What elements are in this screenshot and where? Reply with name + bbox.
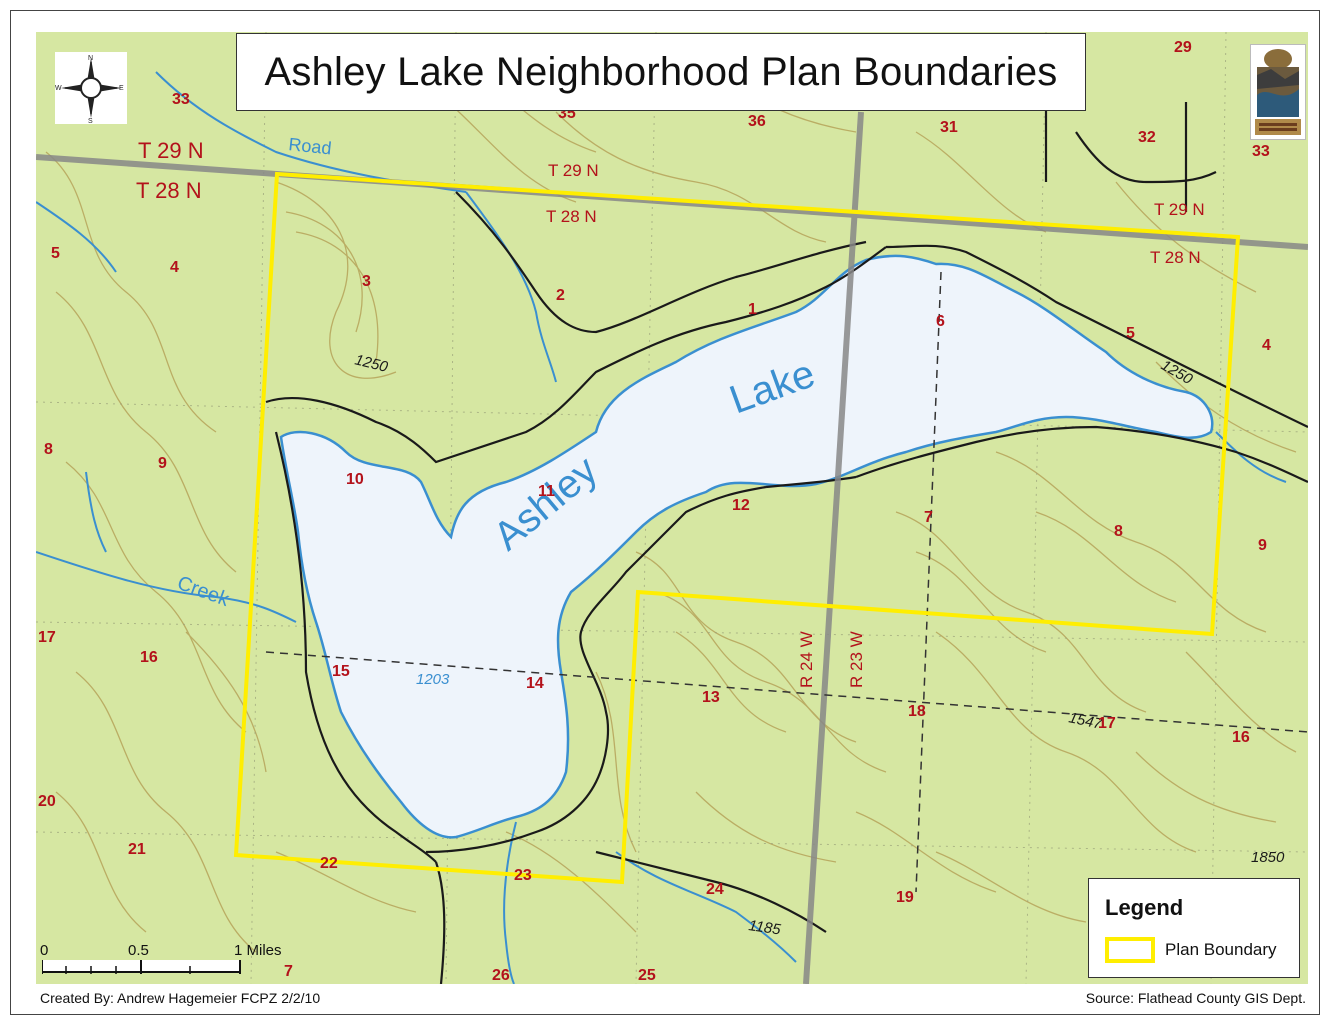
elev-1185: 1185 <box>747 917 782 938</box>
compass-w: W <box>55 85 62 92</box>
compass-icon: N S E W <box>55 55 124 125</box>
county-seal-icon <box>1255 49 1301 135</box>
section-36: 36 <box>748 113 766 130</box>
section-21: 21 <box>128 841 146 858</box>
section-10: 10 <box>346 471 364 488</box>
ashley-lake <box>279 254 1214 839</box>
section-8-west: 8 <box>44 441 53 458</box>
contour-lines <box>45 51 1297 953</box>
map-credit: Created By: Andrew Hagemeier FCPZ 2/2/10 <box>40 990 321 1006</box>
label-t29n-west: T 29 N <box>138 138 204 163</box>
section-6: 6 <box>936 313 945 330</box>
section-32: 32 <box>1138 129 1156 146</box>
compass-e: E <box>119 85 124 92</box>
section-13: 13 <box>702 689 720 706</box>
map-canvas: T 29 N T 28 N T 29 N T 28 N T 29 N T 28 … <box>36 32 1308 984</box>
label-t28n-center: T 28 N <box>546 207 597 226</box>
township-range-lines <box>36 111 1308 984</box>
label-r24w: R 24 W <box>797 631 816 688</box>
section-1: 1 <box>748 301 757 318</box>
scale-label-half: 0.5 <box>128 942 149 959</box>
section-9-west: 9 <box>158 455 167 472</box>
section-33-west: 33 <box>172 91 190 108</box>
label-r23w: R 23 W <box>847 631 866 688</box>
map-title-box: Ashley Lake Neighborhood Plan Boundaries <box>236 33 1086 111</box>
range-line-dashed-2 <box>915 271 942 893</box>
county-seal <box>1250 44 1306 140</box>
section-5-west: 5 <box>51 245 60 262</box>
scale-bar: 0 0.5 1 Miles <box>40 942 300 982</box>
elev-1547: 1547 <box>1067 709 1104 733</box>
section-24: 24 <box>706 881 724 898</box>
label-t29n-east: T 29 N <box>1154 200 1205 219</box>
terrain-background <box>36 32 1308 984</box>
section-29: 29 <box>1174 39 1192 56</box>
section-17-west: 17 <box>38 629 56 646</box>
section-12: 12 <box>732 497 750 514</box>
label-road: Road <box>288 134 333 158</box>
scale-label-zero: 0 <box>40 942 49 959</box>
section-19: 19 <box>896 889 914 906</box>
section-7: 7 <box>924 509 933 526</box>
section-7-south: 7 <box>284 963 293 980</box>
plan-boundary <box>233 171 1241 885</box>
label-t28n-west: T 28 N <box>136 178 202 203</box>
legend-title: Legend <box>1105 895 1184 920</box>
label-t29n-center: T 29 N <box>548 161 599 180</box>
legend-swatch-plan-boundary <box>1105 937 1155 963</box>
compass-s: S <box>88 118 93 124</box>
section-9-east: 9 <box>1258 537 1267 554</box>
elev-1850: 1850 <box>1251 849 1285 866</box>
section-20: 20 <box>38 793 56 810</box>
elev-1203: 1203 <box>416 671 450 688</box>
scale-ticks <box>42 960 241 974</box>
section-2: 2 <box>556 287 565 304</box>
roads <box>265 82 1308 984</box>
section-25: 25 <box>638 967 656 984</box>
section-22: 22 <box>320 855 338 872</box>
map-title: Ashley Lake Neighborhood Plan Boundaries <box>264 49 1058 94</box>
section-8-east: 8 <box>1114 523 1123 540</box>
section-11: 11 <box>538 483 555 500</box>
section-15: 15 <box>332 663 350 680</box>
compass-n: N <box>88 55 93 62</box>
map-source: Source: Flathead County GIS Dept. <box>1085 990 1306 1006</box>
section-33-east: 33 <box>1252 143 1270 160</box>
section-26: 26 <box>492 967 510 984</box>
range-line-dashed <box>265 651 1308 733</box>
section-5-east: 5 <box>1126 325 1135 342</box>
section-31: 31 <box>940 119 958 136</box>
section-3: 3 <box>362 273 371 290</box>
label-t28n-east: T 28 N <box>1150 248 1201 267</box>
compass-rose: N S E W <box>55 52 127 125</box>
section-4-east: 4 <box>1262 337 1271 354</box>
section-23: 23 <box>514 867 532 884</box>
legend: Legend Plan Boundary <box>1088 878 1300 978</box>
section-16-west: 16 <box>140 649 158 666</box>
section-17-east: 17 <box>1098 715 1116 732</box>
section-4-west: 4 <box>170 259 179 276</box>
section-14: 14 <box>526 675 544 692</box>
section-18: 18 <box>908 703 926 720</box>
section-16-east: 16 <box>1232 729 1250 746</box>
scale-label-one: 1 Miles <box>234 942 282 959</box>
legend-label-plan-boundary: Plan Boundary <box>1165 940 1277 959</box>
